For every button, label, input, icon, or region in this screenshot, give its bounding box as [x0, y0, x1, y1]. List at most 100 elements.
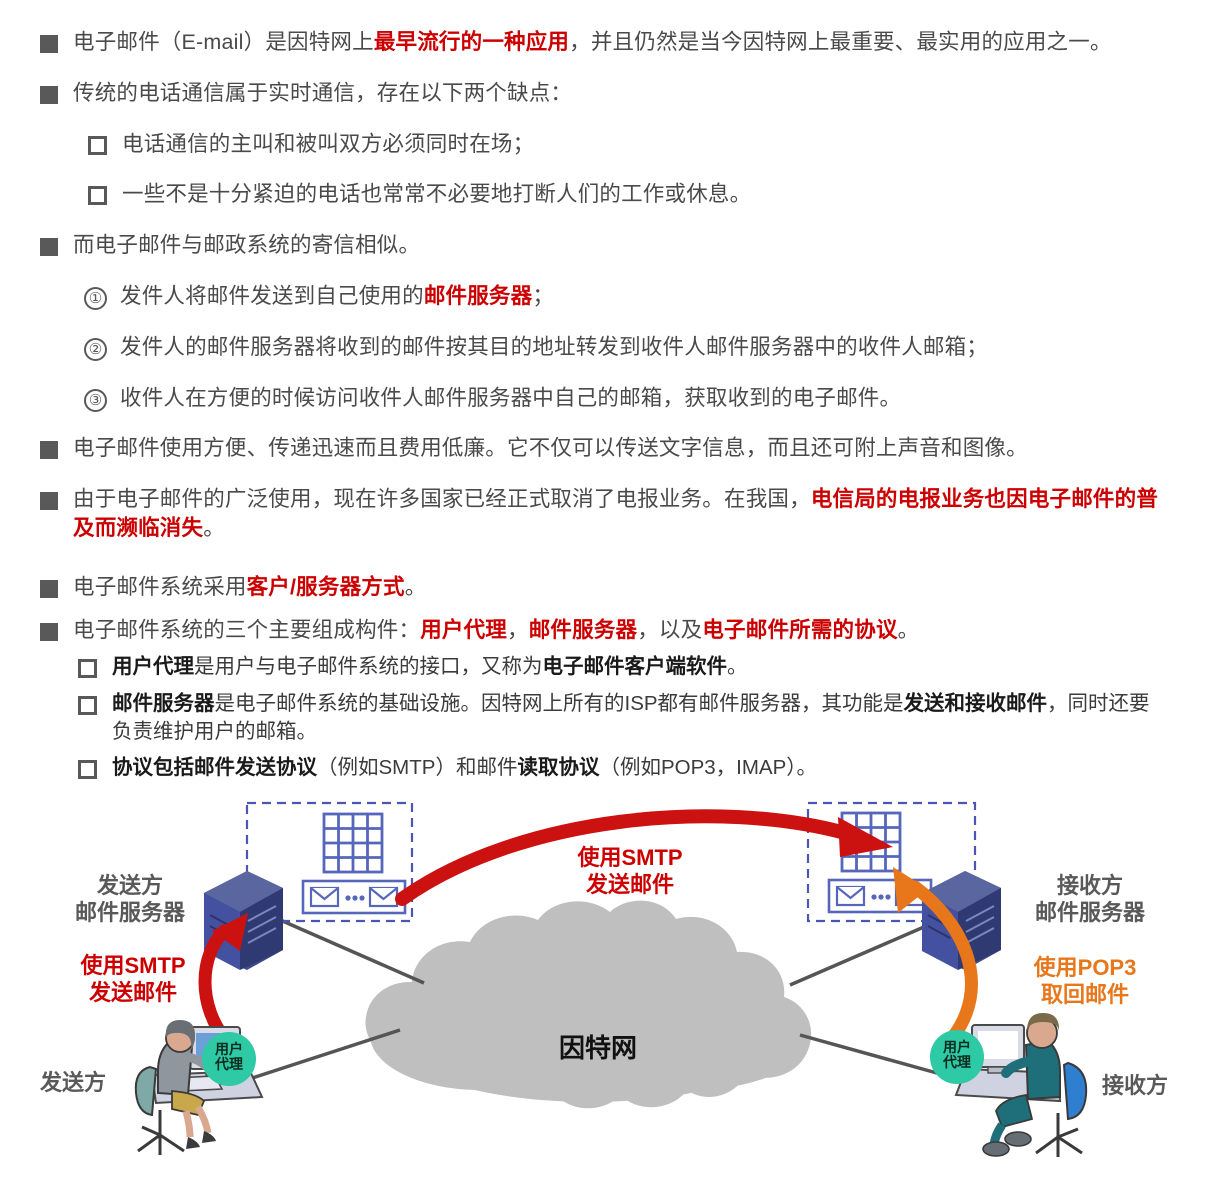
smtp-transfer-arrow-icon	[395, 809, 893, 906]
bullet-item-1: 电子邮件（E-mail）是因特网上最早流行的一种应用，并且仍然是当今因特网上最重…	[40, 28, 1179, 57]
bullet-7-part-1: 由于电子邮件的广泛使用，现在许多国家已经正式取消了电报业务。在我国，	[73, 487, 811, 512]
bullet-8-part-2: 。	[404, 574, 427, 599]
bullet-item-8: 电子邮件系统采用客户/服务器方式。	[40, 573, 1179, 602]
bullet-text-4: 一些不是十分紧迫的电话也常常不必要地打断人们的工作或休息。	[122, 182, 752, 207]
bullet-8-part-1: 电子邮件系统采用	[73, 574, 247, 599]
pop3-retrieve-label: 使用POP3 取回邮件	[1033, 955, 1137, 1007]
square-bullet-icon	[40, 238, 58, 257]
bullet-text-5: 而电子邮件与邮政系统的寄信相似。	[73, 233, 421, 258]
sub-item-1: 用户代理是用户与电子邮件系统的接口，又称为电子邮件客户端软件。	[78, 653, 1179, 681]
sub-1-bold-1: 用户代理	[112, 655, 194, 679]
sub-1-bold-2: 电子邮件客户端软件	[542, 655, 728, 679]
square-bullet-icon	[40, 492, 58, 511]
numbered-text-2: 发件人的邮件服务器将收到的邮件按其目的地址转发到收件人邮件服务器中的收件人邮箱；	[120, 334, 989, 359]
sub-2-bold-2: 发送和接收邮件	[903, 692, 1048, 716]
sub-3-bold-1: 协议包括邮件	[112, 756, 235, 780]
smtp-transfer-label: 使用SMTP 发送邮件	[577, 845, 683, 897]
bullet-item-2: 传统的电话通信属于实时通信，存在以下两个缺点：	[40, 79, 1179, 108]
sub-item-3: 协议包括邮件发送协议（例如SMTP）和邮件读取协议（例如POP3，IMAP）。	[78, 754, 1179, 782]
bullet-7-part-2: 。	[203, 515, 225, 540]
left-mail-server-boundary	[245, 801, 414, 923]
sub-3-bold-2: 发送协议	[235, 756, 317, 780]
square-bullet-icon	[40, 85, 58, 104]
bullet-9-part-1: 电子邮件系统的三个主要组成构件：	[73, 617, 421, 642]
numbered-item-1: ① 发件人将邮件发送到自己使用的邮件服务器；	[84, 282, 1179, 311]
right-mail-server-boundary	[806, 801, 977, 923]
bullet-item-4: 一些不是十分紧迫的电话也常常不必要地打断人们的工作或休息。	[88, 180, 1179, 209]
bullet-9-highlight-3: 电子邮件所需的协议	[702, 617, 898, 642]
bullet-item-9: 电子邮件系统的三个主要组成构件：用户代理，邮件服务器，以及电子邮件所需的协议。	[40, 616, 1179, 645]
network-links	[245, 917, 963, 1082]
bullet-9-mid-1: ，	[507, 617, 529, 642]
receiver-user-agent-label: 用户 代理	[943, 1039, 971, 1071]
bullet-9-highlight-2: 邮件服务器	[528, 617, 638, 642]
sub-2-bold-1: 邮件服务器	[112, 692, 215, 716]
sub-3-text-1: （例如SMTP）和邮件	[317, 756, 518, 780]
receiver-person-icon	[954, 1013, 1088, 1157]
circled-number-3-icon: ③	[84, 388, 107, 412]
receiver-label: 接收方	[1101, 1073, 1168, 1098]
numbered-item-2: ② 发件人的邮件服务器将收到的邮件按其目的地址转发到收件人邮件服务器中的收件人邮…	[84, 333, 1179, 362]
sub-2-text-2: ，同时还要负责维护用户的邮箱。	[112, 692, 1150, 743]
bullet-text-8: 电子邮件系统采用客户/服务器方式。	[73, 573, 426, 602]
sender-user-agent-label: 用户 代理	[215, 1041, 243, 1073]
smtp-send-label: 使用SMTP 发送邮件	[80, 953, 186, 1005]
hollow-square-bullet-icon	[88, 186, 107, 206]
numbered-1-part-1: 发件人将邮件发送到自己使用的	[120, 283, 424, 308]
bullet-1-highlight: 最早流行的一种应用	[373, 30, 570, 54]
circled-number-2-icon: ②	[84, 337, 107, 361]
numbered-text-3: 收件人在方便的时候访问收件人邮件服务器中自己的邮箱，获取收到的电子邮件。	[120, 385, 902, 410]
numbered-text-1: 发件人将邮件发送到自己使用的邮件服务器；	[120, 282, 554, 311]
bullet-item-3: 电话通信的主叫和被叫双方必须同时在场；	[88, 130, 1179, 159]
sub-text-3: 协议包括邮件发送协议（例如SMTP）和邮件读取协议（例如POP3，IMAP）。	[112, 754, 817, 782]
bullet-9-part-2: 。	[897, 617, 920, 642]
hollow-square-bullet-icon	[78, 659, 97, 679]
sender-user-agent-badge	[202, 1032, 256, 1086]
bullet-text-6: 电子邮件使用方便、传递迅速而且费用低廉。它不仅可以传送文字信息，而且还可附上声音…	[73, 436, 1028, 461]
bullet-text-1: 电子邮件（E-mail）是因特网上最早流行的一种应用，并且仍然是当今因特网上最重…	[73, 28, 1112, 57]
sub-1-text-1: 是用户与电子邮件系统的接口，又称为	[194, 655, 543, 679]
sub-3-text-2: （例如POP3，IMAP）。	[599, 756, 818, 780]
sender-label: 发送方	[39, 1070, 106, 1095]
left-envelope-strip-icon	[301, 879, 407, 915]
bullet-text-2: 传统的电话通信属于实时通信，存在以下两个缺点：	[73, 80, 573, 105]
sub-text-2: 邮件服务器是电子邮件系统的基础设施。因特网上所有的ISP都有邮件服务器，其功能是…	[112, 690, 1167, 745]
bullet-item-6: 电子邮件使用方便、传递迅速而且费用低廉。它不仅可以传送文字信息，而且还可附上声音…	[40, 434, 1179, 463]
bullet-text-7: 由于电子邮件的广泛使用，现在许多国家已经正式取消了电报业务。在我国，电信局的电报…	[73, 485, 1163, 543]
bullet-7-highlight: 电信局的电报业务也因电子邮件的普及而濒临消失	[73, 487, 1159, 540]
hollow-square-bullet-icon	[78, 696, 97, 716]
right-server-label: 接收方 邮件服务器	[1034, 873, 1145, 925]
bullet-text-3: 电话通信的主叫和被叫双方必须同时在场；	[122, 131, 535, 156]
sub-3-bold-3: 读取协议	[517, 756, 600, 780]
receiver-user-agent-badge	[930, 1030, 984, 1084]
square-bullet-icon	[40, 622, 58, 641]
email-system-diagram: 发送方 邮件服务器 使用SMTP 发送邮件 发送方 用户 代理 使用SMTP 发…	[0, 795, 1207, 1193]
bullet-item-7: 由于电子邮件的广泛使用，现在许多国家已经正式取消了电报业务。在我国，电信局的电报…	[40, 485, 1179, 543]
left-mailbox-grid-icon	[322, 812, 384, 874]
bullet-8-highlight: 客户/服务器方式	[246, 574, 405, 599]
square-bullet-icon	[40, 35, 58, 53]
text-content: 电子邮件（E-mail）是因特网上最早流行的一种应用，并且仍然是当今因特网上最重…	[40, 28, 1179, 782]
bullet-1-part-2: ，并且仍然是当今因特网上最重要、最实用的应用之一。	[569, 30, 1112, 54]
internet-cloud-label: 因特网	[558, 1033, 637, 1063]
square-bullet-icon	[40, 441, 58, 460]
circled-number-1-icon: ①	[84, 286, 107, 310]
hollow-square-bullet-icon	[88, 135, 107, 155]
sub-item-2: 邮件服务器是电子邮件系统的基础设施。因特网上所有的ISP都有邮件服务器，其功能是…	[78, 690, 1179, 745]
bullet-9-highlight-1: 用户代理	[420, 617, 508, 642]
left-server-label: 发送方 邮件服务器	[74, 873, 185, 925]
numbered-1-highlight: 邮件服务器	[423, 283, 533, 308]
numbered-item-3: ③ 收件人在方便的时候访问收件人邮件服务器中自己的邮箱，获取收到的电子邮件。	[84, 384, 1179, 413]
bullet-1-part-1: 电子邮件（E-mail）是因特网上	[73, 30, 374, 54]
bullet-9-mid-2: ，以及	[637, 617, 703, 642]
sub-2-text-1: 是电子邮件系统的基础设施。因特网上所有的ISP都有邮件服务器，其功能是	[214, 692, 904, 716]
bullet-text-9: 电子邮件系统的三个主要组成构件：用户代理，邮件服务器，以及电子邮件所需的协议。	[73, 616, 919, 645]
sub-text-1: 用户代理是用户与电子邮件系统的接口，又称为电子邮件客户端软件。	[112, 653, 748, 681]
internet-cloud-icon	[365, 900, 812, 1109]
hollow-square-bullet-icon	[78, 760, 97, 780]
diagram-svg	[134, 801, 1088, 1157]
sub-1-text-2: 。	[727, 655, 748, 679]
bullet-item-5: 而电子邮件与邮政系统的寄信相似。	[40, 231, 1179, 260]
numbered-1-part-2: ；	[532, 283, 555, 308]
